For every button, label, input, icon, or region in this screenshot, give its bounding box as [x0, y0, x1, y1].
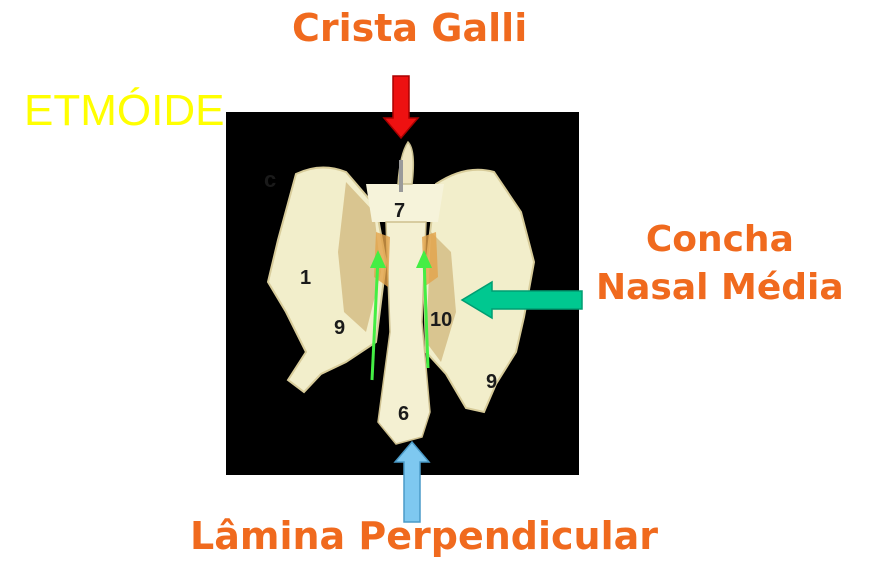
- panel-letter: c: [264, 167, 276, 192]
- concha-label-line-2: Nasal Média: [596, 267, 844, 308]
- label-number-9-left: 9: [334, 317, 345, 339]
- ethmoid-bone-photo: c 7 1 9 10 9 6: [226, 112, 579, 475]
- label-number-1: 1: [300, 267, 311, 289]
- label-number-10: 10: [430, 309, 452, 331]
- label-number-6: 6: [398, 403, 409, 425]
- label-number-7: 7: [394, 200, 405, 222]
- cribriform-plate: [366, 184, 444, 222]
- concha-nasal-media-label: Concha Nasal Média: [596, 216, 844, 312]
- page-title: ETMÓIDE: [24, 86, 225, 135]
- left-labyrinth-shadow: [338, 182, 381, 332]
- concha-label-line-1: Concha: [645, 219, 794, 260]
- lamina-perpendicular-label: Lâmina Perpendicular: [190, 514, 659, 558]
- label-number-9-right: 9: [486, 371, 497, 393]
- crista-galli-label: Crista Galli: [292, 6, 528, 50]
